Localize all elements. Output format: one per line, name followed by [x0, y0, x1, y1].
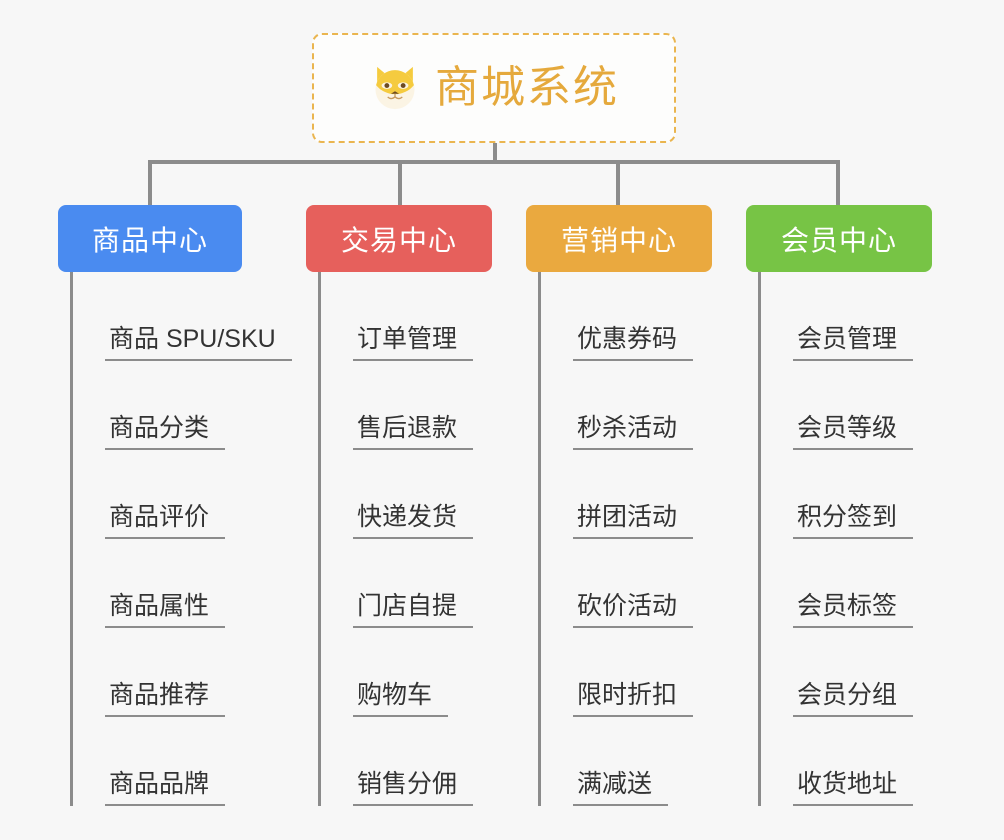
leaf-label: 收货地址: [793, 770, 914, 806]
leaf-label: 商品评价: [105, 503, 226, 539]
connector-drop-marketing-center: [616, 160, 620, 206]
list-item[interactable]: 砍价活动: [541, 539, 731, 628]
leaf-label: 购物车: [353, 681, 449, 717]
list-item[interactable]: 商品品牌: [73, 717, 288, 806]
root-node[interactable]: 商城系统: [312, 33, 676, 143]
list-item[interactable]: 会员分组: [761, 628, 951, 717]
category-label: 营销中心: [560, 224, 677, 256]
leaf-label: 商品分类: [105, 414, 226, 450]
list-item[interactable]: 商品评价: [73, 450, 288, 539]
connector-horizontal-bus: [148, 160, 840, 164]
list-item[interactable]: 秒杀活动: [541, 361, 731, 450]
leaf-list-member-center: 会员管理 会员等级 积分签到 会员标签 会员分组 收货地址: [758, 272, 951, 806]
leaf-label: 拼团活动: [573, 503, 694, 539]
leaf-label: 门店自提: [353, 592, 474, 628]
leaf-label: 销售分佣: [353, 770, 474, 806]
leaf-label: 秒杀活动: [573, 414, 694, 450]
leaf-label: 积分签到: [793, 503, 914, 539]
list-item[interactable]: 售后退款: [321, 361, 511, 450]
branch-member-center: 会员中心 会员管理 会员等级 积分签到 会员标签 会员分组 收货地址: [746, 205, 951, 806]
list-item[interactable]: 门店自提: [321, 539, 511, 628]
connector-drop-member-center: [836, 160, 840, 206]
category-box-trade-center[interactable]: 交易中心: [306, 205, 492, 272]
list-item[interactable]: 积分签到: [761, 450, 951, 539]
list-item[interactable]: 会员标签: [761, 539, 951, 628]
list-item[interactable]: 商品推荐: [73, 628, 288, 717]
category-box-product-center[interactable]: 商品中心: [58, 205, 242, 272]
leaf-label: 商品推荐: [105, 681, 226, 717]
category-box-marketing-center[interactable]: 营销中心: [526, 205, 712, 272]
leaf-label: 订单管理: [353, 325, 474, 361]
connector-drop-product-center: [148, 160, 152, 206]
leaf-list-trade-center: 订单管理 售后退款 快递发货 门店自提 购物车 销售分佣: [318, 272, 511, 806]
root-title: 商城系统: [435, 63, 619, 112]
list-item[interactable]: 拼团活动: [541, 450, 731, 539]
list-item[interactable]: 购物车: [321, 628, 511, 717]
leaf-label: 会员等级: [793, 414, 914, 450]
category-label: 会员中心: [780, 224, 897, 256]
list-item[interactable]: 会员等级: [761, 361, 951, 450]
leaf-label: 会员管理: [793, 325, 914, 361]
list-item[interactable]: 商品 SPU/SKU: [73, 272, 292, 361]
list-item[interactable]: 满减送: [541, 717, 731, 806]
category-label: 商品中心: [91, 224, 208, 256]
leaf-label: 快递发货: [353, 503, 474, 539]
category-box-member-center[interactable]: 会员中心: [746, 205, 932, 272]
leaf-label: 售后退款: [353, 414, 474, 450]
branch-product-center: 商品中心 商品 SPU/SKU 商品分类 商品评价 商品属性 商品推荐 商品品牌: [58, 205, 292, 806]
list-item[interactable]: 会员管理: [761, 272, 951, 361]
list-item[interactable]: 优惠券码: [541, 272, 731, 361]
list-item[interactable]: 商品属性: [73, 539, 288, 628]
leaf-label: 满减送: [573, 770, 669, 806]
category-label: 交易中心: [340, 224, 457, 256]
list-item[interactable]: 订单管理: [321, 272, 511, 361]
leaf-list-marketing-center: 优惠券码 秒杀活动 拼团活动 砍价活动 限时折扣 满减送: [538, 272, 731, 806]
list-item[interactable]: 商品分类: [73, 361, 288, 450]
list-item[interactable]: 限时折扣: [541, 628, 731, 717]
connector-drop-trade-center: [398, 160, 402, 206]
branch-trade-center: 交易中心 订单管理 售后退款 快递发货 门店自提 购物车 销售分佣: [306, 205, 511, 806]
branch-marketing-center: 营销中心 优惠券码 秒杀活动 拼团活动 砍价活动 限时折扣 满减送: [526, 205, 731, 806]
leaf-label: 优惠券码: [573, 325, 694, 361]
leaf-label: 商品属性: [105, 592, 226, 628]
leaf-label: 会员标签: [793, 592, 914, 628]
leaf-label: 砍价活动: [573, 592, 694, 628]
list-item[interactable]: 销售分佣: [321, 717, 511, 806]
connector-root-stem: [493, 143, 497, 163]
leaf-label: 限时折扣: [573, 681, 694, 717]
list-item[interactable]: 收货地址: [761, 717, 951, 806]
leaf-label: 会员分组: [793, 681, 914, 717]
leaf-label: 商品 SPU/SKU: [105, 325, 292, 361]
leaf-label: 商品品牌: [105, 770, 226, 806]
shiba-dog-face-icon: [375, 66, 415, 110]
list-item[interactable]: 快递发货: [321, 450, 511, 539]
leaf-list-product-center: 商品 SPU/SKU 商品分类 商品评价 商品属性 商品推荐 商品品牌: [70, 272, 292, 806]
